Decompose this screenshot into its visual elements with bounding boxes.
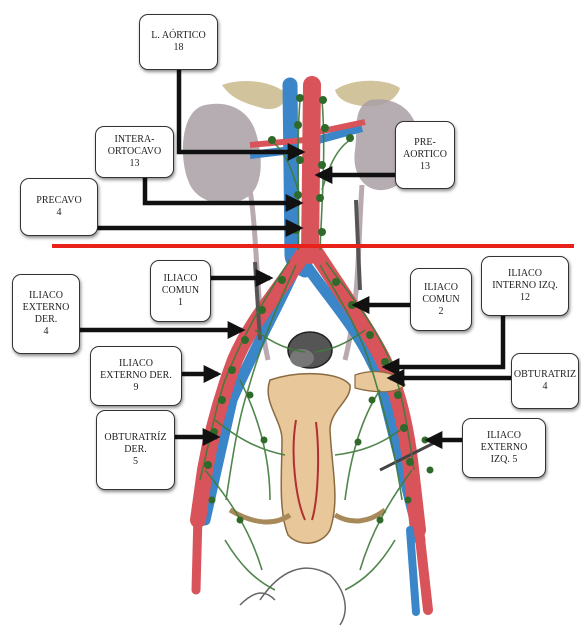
label-iliaco-externo-der-name: ILIACO EXTERNO DER. — [23, 290, 70, 326]
adrenal-gland-right — [222, 81, 285, 109]
label-obturatriz-der-name: OBTURATRÍZ DER. — [104, 432, 166, 456]
label-iliaco-comun-1: ILIACO COMUN 1 — [150, 260, 211, 322]
label-pre-aortico-count: 13 — [420, 161, 430, 173]
label-iliaco-comun-2: ILIACO COMUN 2 — [410, 268, 472, 331]
label-obturatriz-der-count: 5 — [133, 456, 138, 468]
label-obturatriz-name: OBTURATRIZ — [514, 369, 576, 381]
label-pre-aortico: PRE- AORTICO 13 — [395, 121, 455, 189]
femoral-artery-right — [196, 515, 198, 590]
label-precavo-count: 4 — [57, 207, 62, 219]
label-inter-aortocavo: INTERA- ORTOCAVO 13 — [95, 126, 174, 178]
label-l-aortico-count: 18 — [174, 42, 184, 54]
label-iliaco-interno-izq: ILIACO INTERNO IZQ. 12 — [481, 256, 569, 316]
label-inter-aortocavo-count: 13 — [130, 158, 140, 170]
femoral-artery-left — [418, 520, 428, 610]
label-l-aortico-name: L. AÓRTICO — [151, 30, 205, 42]
label-iliaco-externo-izq-name: ILIACO EXTERNO IZQ. 5 — [481, 430, 528, 466]
label-l-aortico: L. AÓRTICO 18 — [139, 14, 218, 70]
perineum-outline-2 — [240, 593, 275, 605]
label-pre-aortico-name: PRE- AORTICO — [403, 137, 447, 161]
label-iliaco-externo-der-9: ILIACO EXTERNO DER. 9 — [90, 346, 182, 406]
label-obturatriz: OBTURATRIZ 4 — [511, 353, 579, 409]
label-iliaco-comun-1-count: 1 — [178, 297, 183, 309]
label-iliaco-comun-1-name: ILIACO COMUN — [162, 273, 199, 297]
label-iliaco-comun-2-name: ILIACO COMUN — [422, 282, 459, 306]
label-iliaco-externo-der-9-name: ILIACO EXTERNO DER. — [100, 358, 172, 382]
perineum-outline — [260, 568, 345, 625]
label-iliaco-interno-izq-count: 12 — [520, 292, 530, 304]
label-iliaco-interno-izq-name: ILIACO INTERNO IZQ. — [492, 268, 558, 292]
label-precavo-name: PRECAVO — [36, 195, 81, 207]
label-inter-aortocavo-name: INTERA- ORTOCAVO — [108, 134, 162, 158]
label-obturatriz-count: 4 — [543, 381, 548, 393]
aorta — [310, 85, 312, 255]
label-iliaco-comun-2-count: 2 — [439, 306, 444, 318]
label-iliaco-externo-der-9-count: 9 — [134, 382, 139, 394]
label-precavo: PRECAVO 4 — [20, 178, 98, 236]
label-iliaco-externo-der: ILIACO EXTERNO DER. 4 — [12, 274, 80, 354]
label-iliaco-externo-izq: ILIACO EXTERNO IZQ. 5 — [462, 418, 546, 478]
label-iliaco-externo-der-count: 4 — [44, 326, 49, 338]
label-obturatriz-der: OBTURATRÍZ DER. 5 — [96, 410, 175, 490]
